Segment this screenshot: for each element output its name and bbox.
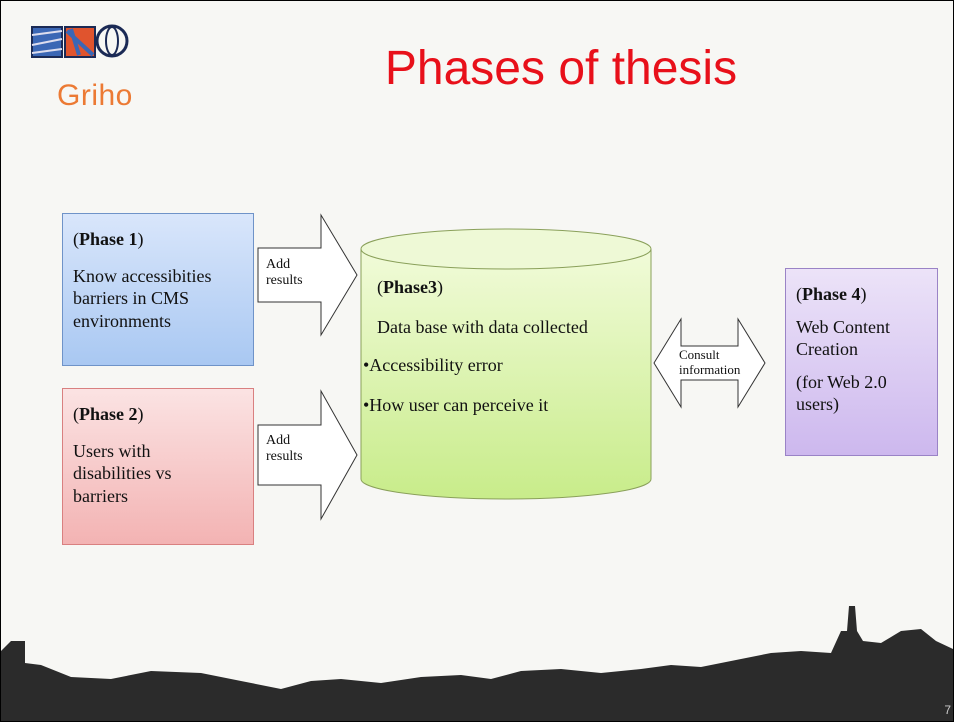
phase1-label: (Phase 1) xyxy=(73,229,144,249)
add-results-arrow-2 xyxy=(257,389,358,521)
phase3-label: (Phase3) xyxy=(377,277,443,297)
phase4-box: (Phase 4) Web Content Creation (for Web … xyxy=(785,268,938,456)
consult-information-arrow xyxy=(653,317,766,409)
page-title: Phases of thesis xyxy=(384,42,738,95)
griho-logo: Griho xyxy=(27,21,147,112)
phase3-bullet-1: •Accessibility error xyxy=(363,355,503,375)
phase1-box: (Phase 1) Know accessibities barriers in… xyxy=(62,213,254,366)
phase1-text: Know accessibities barriers in CMS envir… xyxy=(73,265,212,331)
page-number: 7 xyxy=(944,703,951,717)
phase4-note: (for Web 2.0 users) xyxy=(796,371,887,415)
phase2-label: (Phase 2) xyxy=(73,404,144,424)
logo-text: Griho xyxy=(57,79,133,112)
phase3-bullet-2: •How user can perceive it xyxy=(363,395,549,415)
logo-icon xyxy=(31,24,129,58)
phase4-text: Web Content Creation xyxy=(796,316,891,360)
phase2-box: (Phase 2) Users with disabilities vs bar… xyxy=(62,388,254,545)
add-results-arrow-1 xyxy=(257,213,358,337)
phase4-label: (Phase 4) xyxy=(796,284,867,304)
phase3-text: Data base with data collected xyxy=(377,317,588,337)
phase2-text: Users with disabilities vs barriers xyxy=(73,440,172,506)
phase3-cylinder xyxy=(360,228,652,500)
city-skyline-silhouette xyxy=(1,606,953,721)
